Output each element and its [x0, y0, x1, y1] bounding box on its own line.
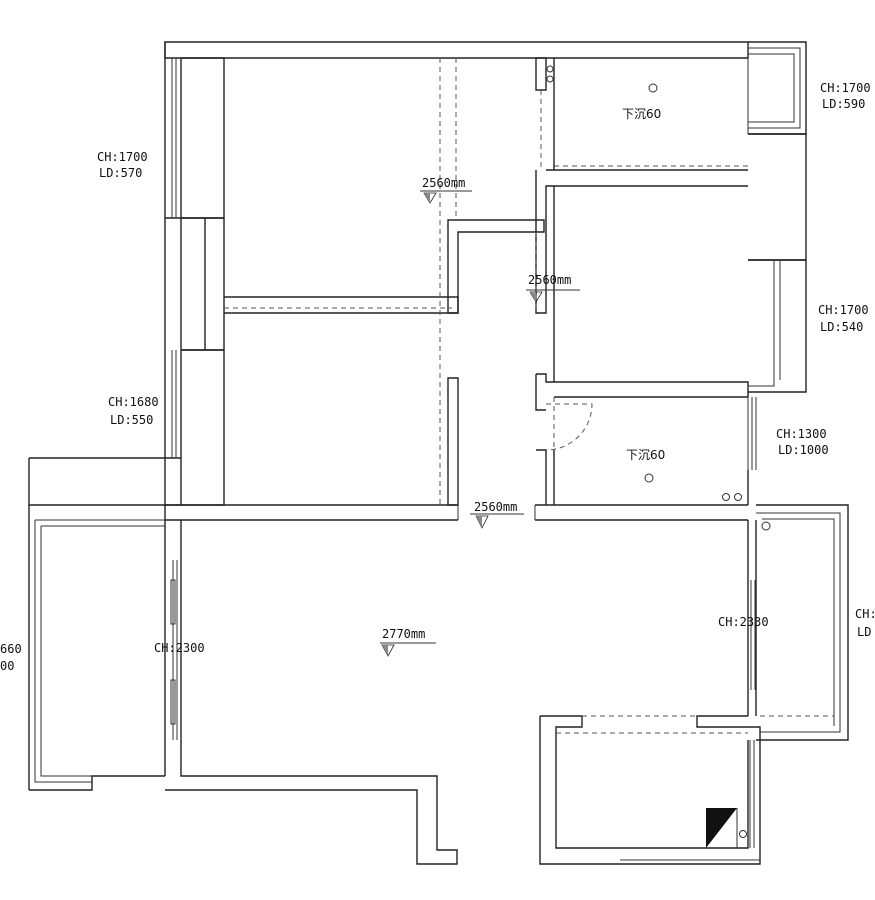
- floor-drop-note: 下沉60: [622, 107, 661, 121]
- window-ch-label: CH:2300: [154, 641, 205, 655]
- drain-icon: [739, 830, 747, 838]
- level-markers: [380, 190, 580, 657]
- window-ch-label: CH:1700: [818, 303, 869, 317]
- window-ld-label: LD:590: [822, 97, 865, 111]
- window-ld-label: LD:570: [99, 166, 142, 180]
- ceiling-height-label: 2770mm: [382, 627, 425, 641]
- annotations: 2560mm 2560mm 2560mm 2770mm 下沉60 下沉60 CH…: [0, 81, 875, 673]
- window-ch-label: CH:1680: [108, 395, 159, 409]
- window-ch-label: CH:1700: [97, 150, 148, 164]
- window-ld-label: 00: [0, 659, 14, 673]
- level-marker-icon: [470, 513, 524, 529]
- exterior-walls: [28, 41, 761, 865]
- bay-windows: [170, 41, 849, 861]
- shaft-marker-icon: [706, 808, 737, 848]
- window-ld-label: LD: [857, 625, 871, 639]
- window-ch-label: CH:1300: [776, 427, 827, 441]
- ceiling-height-label: 2560mm: [474, 500, 517, 514]
- level-marker-icon: [526, 289, 580, 303]
- ceiling-height-label: 2560mm: [528, 273, 571, 287]
- window-ch-label: CH:: [855, 607, 875, 621]
- drain-icon: [546, 75, 554, 83]
- drain-icon: [546, 65, 554, 73]
- drain-icon: [722, 493, 730, 501]
- ceiling-height-label: 2560mm: [422, 176, 465, 190]
- level-marker-icon: [420, 190, 472, 204]
- floor-drop-note: 下沉60: [626, 448, 665, 462]
- window-ld-label: LD:540: [820, 320, 863, 334]
- drain-icon: [648, 83, 658, 93]
- window-ch-label: CH:1700: [820, 81, 871, 95]
- window-ld-label: LD:550: [110, 413, 153, 427]
- window-ch-label: CH:2330: [718, 615, 769, 629]
- drain-icon: [644, 473, 654, 483]
- interior-walls: [224, 57, 749, 520]
- level-marker-icon: [380, 642, 436, 657]
- drain-icon: [734, 493, 742, 501]
- fixtures: [546, 65, 747, 848]
- window-ld-label: LD:1000: [778, 443, 829, 457]
- window-ch-label: 660: [0, 642, 22, 656]
